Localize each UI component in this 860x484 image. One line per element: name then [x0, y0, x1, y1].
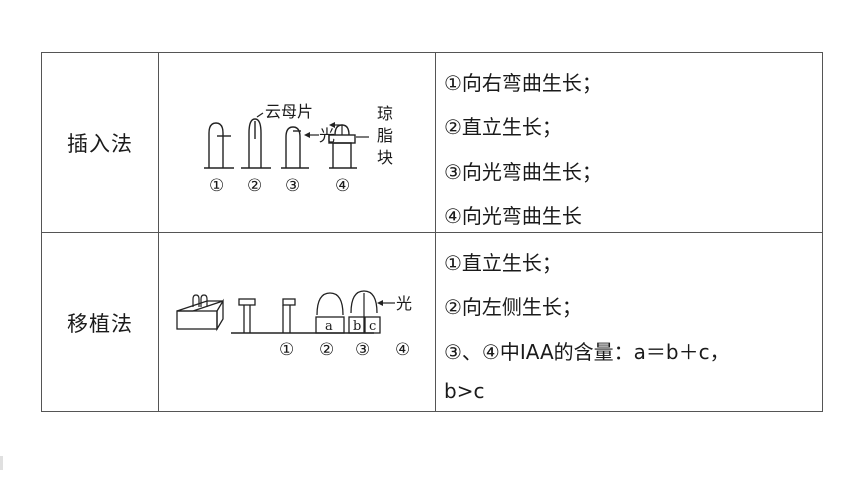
figure-number: ②	[319, 340, 334, 360]
insertion-method-diagram: 云母片 光 琼 脂 块 ① ② ③ ④	[204, 102, 393, 196]
figure-number: ①	[279, 340, 294, 360]
agar-label-2: 脂	[377, 126, 393, 145]
figure-number: ①	[209, 176, 224, 196]
figure-number: ③	[355, 340, 370, 360]
light-label: 光	[396, 294, 412, 313]
table-row: 移植法	[42, 233, 822, 412]
description-line: ②向左侧生长；	[444, 295, 582, 319]
transplant-method-diagram: a b c 光 ① ② ③ ④	[176, 290, 412, 360]
block-b-label: b	[353, 319, 361, 334]
comparison-table: 插入法	[41, 52, 823, 412]
block-a-label: a	[325, 319, 333, 334]
description-line: b>c	[444, 379, 485, 403]
light-label: 光	[319, 126, 335, 145]
figure-number: ④	[335, 176, 350, 196]
description-line: ④向光弯曲生长	[444, 204, 582, 228]
block-c-label: c	[369, 319, 376, 334]
agar-label-1: 琼	[377, 104, 393, 123]
description-line: ②直立生长；	[444, 115, 562, 139]
method-cell: 移植法	[42, 233, 159, 412]
description-cell: ①直立生长； ②向左侧生长； ③、④中IAA的含量：a＝b＋c， b>c	[436, 233, 823, 412]
method-name: 移植法	[67, 311, 133, 336]
figure-cell: a b c 光 ① ② ③ ④	[159, 233, 436, 412]
figure-number: ③	[285, 176, 300, 196]
mica-label: 云母片	[265, 102, 313, 121]
description-cell: ①向右弯曲生长； ②直立生长； ③向光弯曲生长； ④向光弯曲生长	[436, 53, 823, 232]
figure-number: ④	[395, 340, 410, 360]
table-row: 插入法	[42, 53, 822, 233]
method-name: 插入法	[67, 131, 133, 156]
description-line: ①直立生长；	[444, 251, 562, 275]
method-cell: 插入法	[42, 53, 159, 232]
figure-number: ②	[247, 176, 262, 196]
figure-cell: 云母片 光 琼 脂 块 ① ② ③ ④	[159, 53, 436, 232]
edge-marker	[0, 456, 3, 470]
description-line: ①向右弯曲生长；	[444, 71, 602, 95]
description-line: ③向光弯曲生长；	[444, 160, 602, 184]
agar-label-3: 块	[377, 148, 393, 167]
description-line: ③、④中IAA的含量：a＝b＋c，	[444, 340, 730, 364]
